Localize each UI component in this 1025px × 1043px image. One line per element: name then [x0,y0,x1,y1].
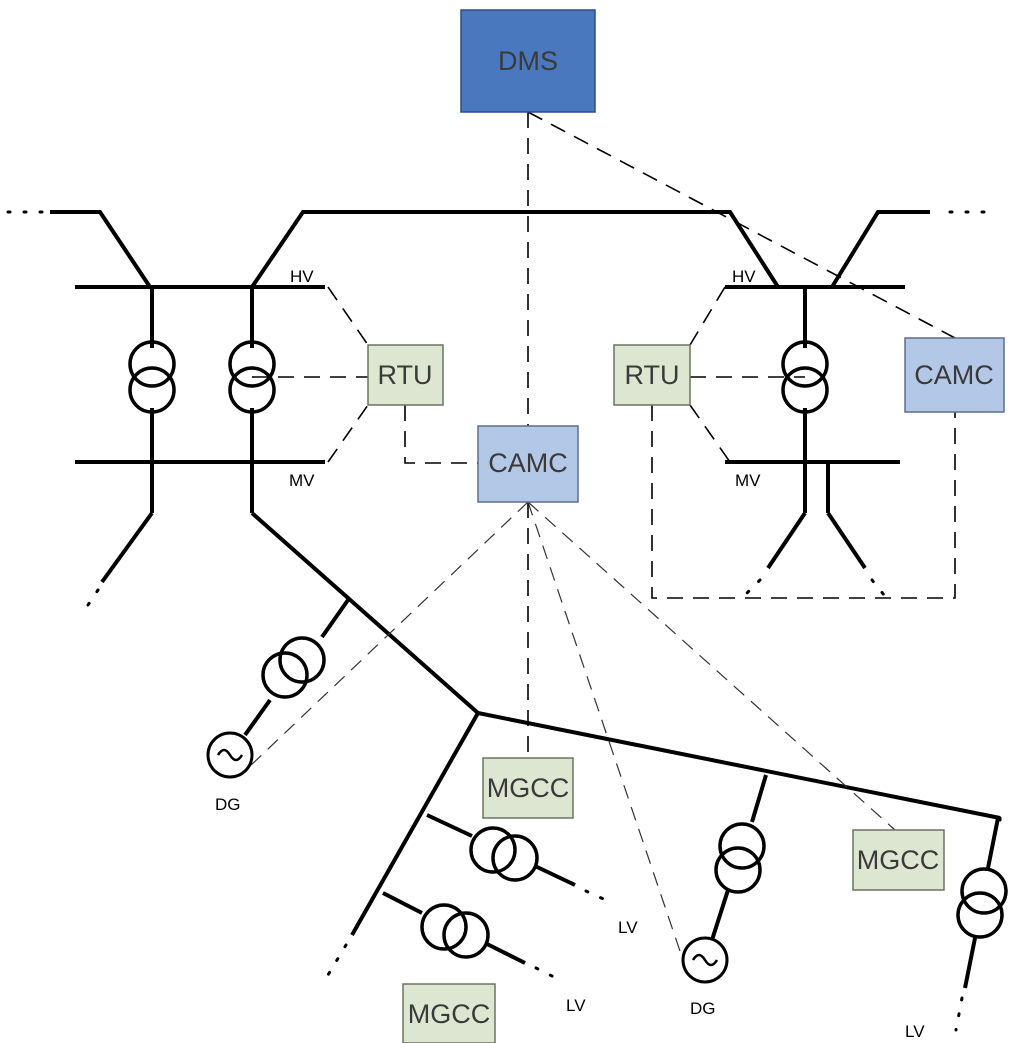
continuation-dots [534,966,562,982]
communication-links [247,111,956,961]
dms-label: DMS [498,46,558,76]
continuation-dots [326,943,348,977]
rtu-right-label: RTU [624,360,679,390]
lateral-feeder [350,712,480,936]
mgcc-box-center: MGCC [482,757,574,819]
continuation-dots [738,578,762,602]
mv-label-left: MV [289,471,315,490]
link-dms-camc-right [527,111,956,339]
hv-label-right: HV [732,267,756,286]
lv-branch-lower [382,891,423,915]
transformer-icon [956,867,1008,939]
mv-main-feeder [250,511,1001,820]
link-rtu-hv-left [327,286,369,346]
ac-generator-icon [206,731,254,779]
power-lines [6,210,1002,1032]
dg-branch-bottom [750,774,768,823]
mgcc-center-label: MGCC [487,773,570,803]
rtu-box-left: RTU [367,344,444,406]
feeder-line-top-left [50,210,152,289]
mgcc-bottom-label: MGCC [408,999,491,1029]
camc-box-center: CAMC [477,425,579,503]
lv-label-c: LV [905,1022,925,1041]
lv-branch-right [963,937,977,989]
camc-right-label: CAMC [914,360,994,390]
link-camc-dg-bottom [527,501,684,961]
lv-label-a: LV [618,918,638,937]
link-rtu-hv-right [689,286,726,346]
transformer-icon [781,340,829,414]
link-rtu-camc [404,405,480,464]
link-camc-dg-left [247,501,529,769]
ac-generator-icon [681,936,729,984]
link-rtu-camc-right [651,405,956,599]
continuation-dots [584,889,612,904]
rtu-box-right: RTU [613,344,691,406]
camc-center-label: CAMC [488,448,568,478]
mgcc-right-label: MGCC [857,845,940,875]
transformer-icon [469,826,539,882]
transformer-icon [228,340,276,414]
mgcc-box-bottom: MGCC [402,983,496,1043]
hv-label-left: HV [290,267,314,286]
continuation-dots [954,996,964,1032]
dg-branch-left [243,698,272,737]
transformer-icon [714,822,766,894]
transformer-icon [261,636,326,699]
transformer-icon [128,340,176,414]
dg-label-left: DG [215,795,241,814]
feeder-line-top-right [830,210,930,289]
continuation-dots [870,578,890,602]
lv-label-b: LV [566,996,586,1015]
mv-feeder-right [766,511,807,570]
mv-label-right: MV [735,471,761,490]
link-camc-mgcc-right [527,501,896,831]
dms-box: DMS [460,9,596,113]
rtu-left-label: RTU [377,360,432,390]
tie-line-top [250,210,780,289]
lv-branch-right [986,817,1000,869]
link-rtu-mv-right [689,404,731,463]
link-rtu-mv-left [327,404,369,463]
lv-branch-lower [484,941,526,965]
continuation-dots [86,588,100,607]
lv-branch-upper [426,813,473,838]
dg-label-bottom: DG [690,999,716,1018]
dg-branch-bottom [710,889,730,941]
lv-branch-upper [534,864,576,887]
camc-box-right: CAMC [904,337,1005,413]
dg-branch-left [320,598,350,639]
mgcc-box-right: MGCC [852,829,945,891]
mv-feeder-right [826,511,867,570]
mv-feeder-short [100,511,154,584]
transformer-icon [420,903,490,959]
